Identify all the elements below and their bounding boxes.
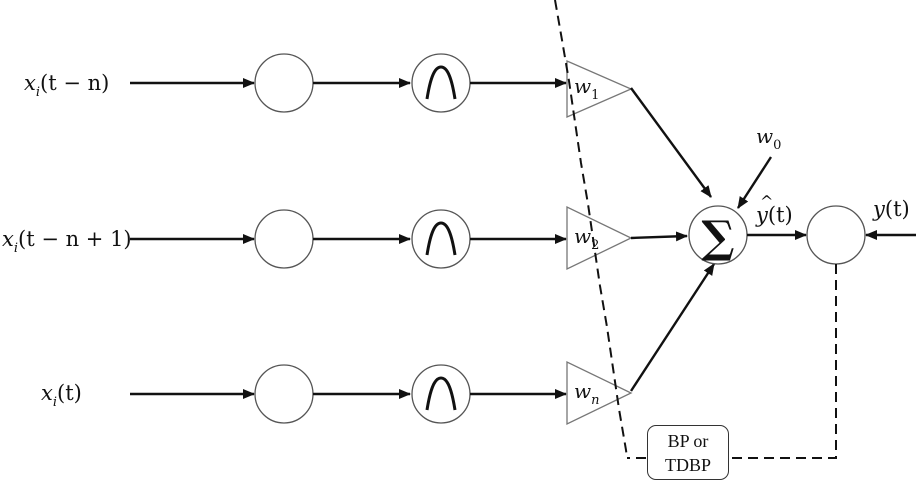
- sum-icon: ∑: [701, 212, 734, 263]
- rbf-node-3: [411, 364, 471, 424]
- rbf-node-1: [411, 53, 471, 113]
- row-2: xi(t − n + 1) w2: [2, 205, 688, 271]
- input-label-3: xi(t): [41, 381, 82, 410]
- feedback-dashed-line: [627, 264, 837, 459]
- weight-label-3: wn: [574, 379, 600, 408]
- summation-group: ∑ w0: [688, 124, 781, 265]
- comparison-node: [806, 205, 866, 265]
- row-1: xi(t − n) w1: [24, 53, 712, 198]
- delay-node-2: [254, 209, 314, 269]
- bias-arrow: [736, 156, 773, 209]
- row-3: xi(t) wn: [41, 263, 716, 426]
- weight-to-sum-arrow-1: [630, 87, 712, 198]
- gaussian-icon-2: [425, 221, 457, 256]
- weight-label-2: w2: [574, 224, 599, 253]
- input-label-1: xi(t − n): [24, 71, 109, 100]
- output-group: y(t) ^ y(t): [747, 192, 916, 265]
- bias-label: w0: [756, 124, 781, 153]
- training-box-line-1: BP or: [667, 430, 709, 451]
- weight-label-1: w1: [574, 74, 599, 103]
- training-algorithm-box: BP or TDBP: [647, 425, 729, 480]
- weight-to-sum-arrow-3: [629, 263, 716, 392]
- dashed-boundary-line: [554, 0, 628, 459]
- delay-node-3: [254, 364, 314, 424]
- target-label: y(t): [872, 197, 910, 221]
- weight-triangle-1: [566, 60, 633, 118]
- training-box-line-2: TDBP: [664, 454, 711, 475]
- rbf-node-2: [411, 209, 471, 269]
- output-hat-icon: ^: [760, 192, 773, 211]
- output-estimate-label: y(t): [755, 203, 793, 227]
- weight-to-sum-arrow-2: [630, 231, 688, 242]
- delay-node-1: [254, 53, 314, 113]
- weight-triangle-2: [566, 205, 633, 271]
- weight-triangle-3: [566, 360, 633, 426]
- gaussian-icon-1: [425, 65, 457, 100]
- gaussian-icon-3: [425, 376, 457, 411]
- input-label-2: xi(t − n + 1): [2, 227, 132, 256]
